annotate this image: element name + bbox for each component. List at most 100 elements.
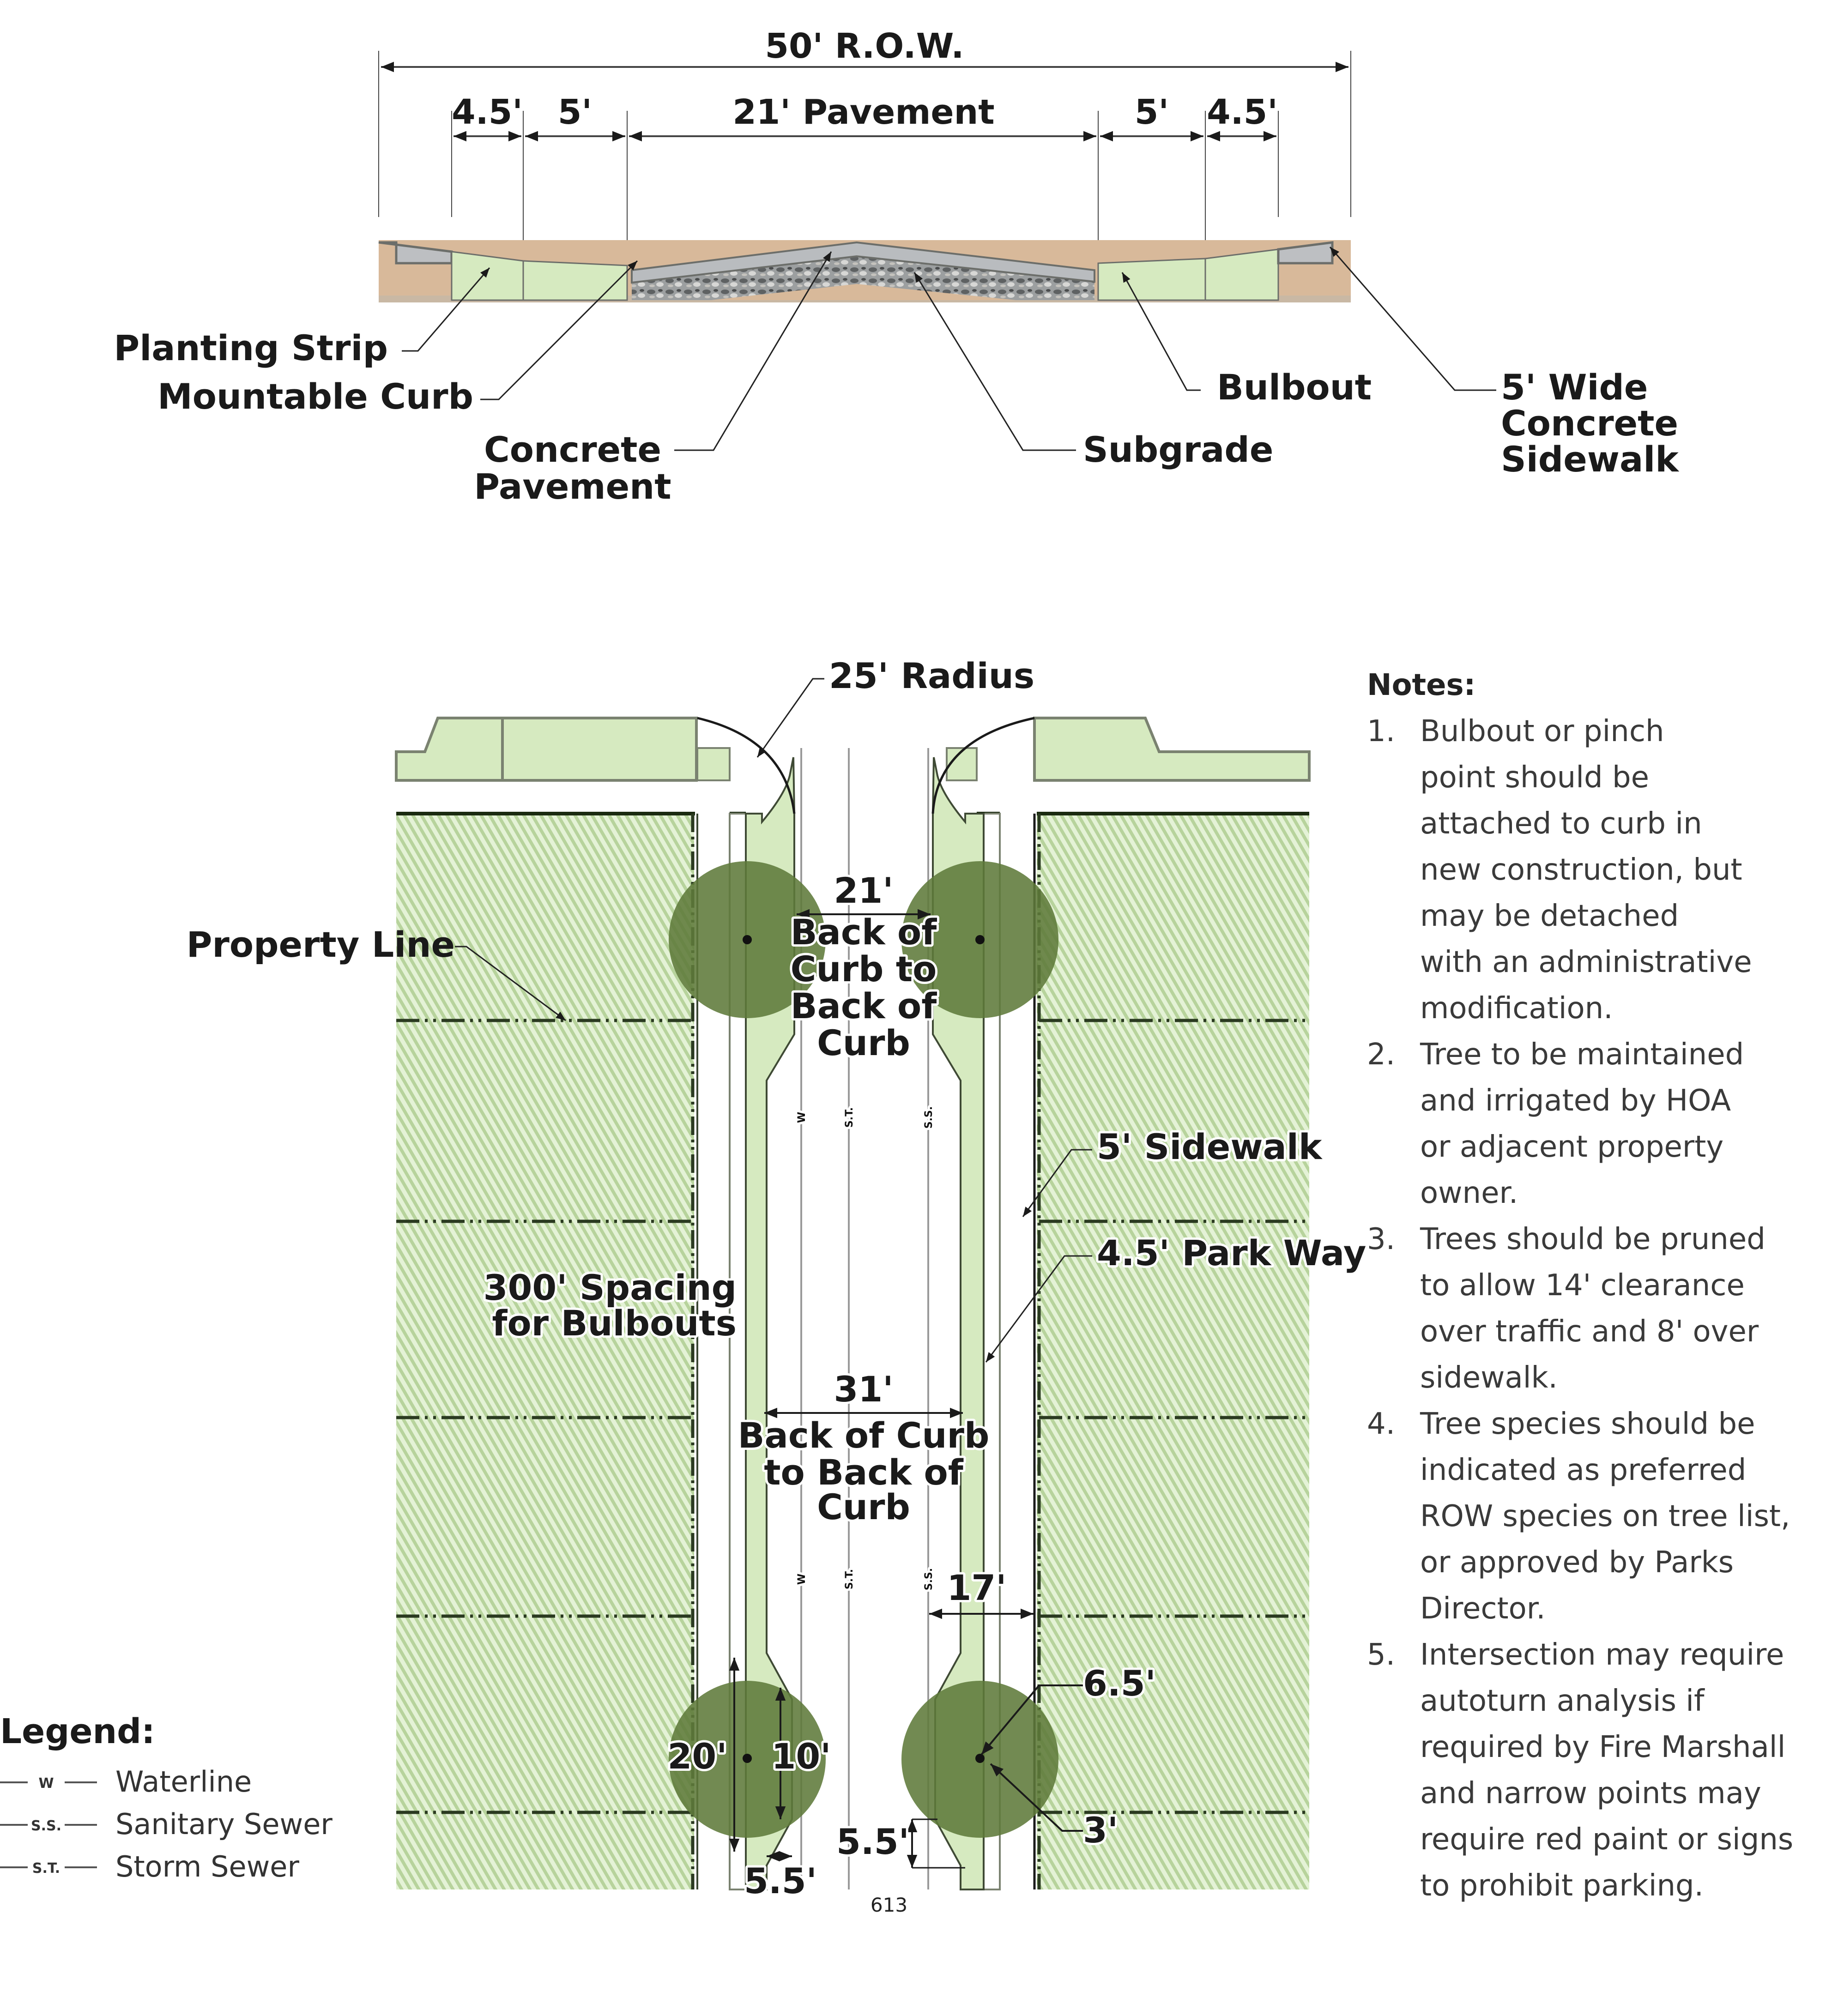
narrow-width-line3: Back of [791, 985, 937, 1026]
utility-label-storm-2: S.T. [844, 1569, 855, 1589]
subgrade-section [711, 284, 1016, 300]
tree-trunk [743, 935, 752, 944]
right-sidewalk-dimension: 5' [1135, 92, 1169, 132]
right-planting-strip-section [1204, 248, 1279, 301]
cross-street-sidewalk-left-corner [696, 747, 731, 781]
left-parkway-dimension: 4.5' [452, 92, 523, 132]
pavement-dimension: 21' Pavement [732, 92, 994, 132]
parkway-leader [985, 1255, 1092, 1363]
utility-label-storm: S.T. [844, 1107, 855, 1128]
seventeen-dim-label: 17' [947, 1567, 1006, 1608]
row-dimension [378, 51, 1351, 259]
wide-width-value: 31' [834, 1369, 893, 1410]
note-line: required by Fire Marshall [1420, 1730, 1785, 1764]
cross-section [378, 240, 1351, 302]
note-line: Tree to be maintained [1420, 1038, 1744, 1072]
legend-label: Storm Sewer [115, 1850, 299, 1883]
bulbout-callout: Bulbout [1217, 367, 1372, 408]
note-line: may be detached [1420, 899, 1679, 933]
page-number: 613 [871, 1894, 907, 1916]
note-line: with an administrative [1420, 945, 1752, 979]
note-line: and narrow points may [1420, 1776, 1761, 1811]
wide-width-line1: Back of Curb [738, 1415, 990, 1456]
note-line: Tree species should be [1420, 1407, 1755, 1441]
note-line: point should be [1420, 761, 1649, 795]
note-number: 2. [1367, 1038, 1395, 1072]
note-number: 5. [1367, 1638, 1395, 1672]
tree-radius-label: 6.5' [1083, 1663, 1156, 1704]
cross-street-sidewalk-right [1033, 717, 1311, 782]
note-line: or adjacent property [1420, 1130, 1723, 1164]
legend-label: Waterline [115, 1765, 252, 1799]
tree-trunk [743, 1754, 752, 1763]
note-line: Director. [1420, 1592, 1546, 1626]
right-parkway-dimension: 4.5' [1207, 92, 1278, 132]
sidewalk-leader [1022, 1149, 1092, 1217]
cross-street-sidewalk-left [395, 717, 504, 782]
note-line: over traffic and 8' over [1420, 1315, 1759, 1349]
note-line: Trees should be pruned [1420, 1222, 1765, 1256]
narrow-width-value: 21' [834, 870, 893, 911]
utility-label-sanitary-2: S.S. [923, 1568, 935, 1590]
utility-labels: W S.T. S.S. W S.T. S.S. [794, 1104, 937, 1593]
bulb-flat-label: 10' [771, 1736, 831, 1777]
narrow-width-line1: Back of [791, 911, 937, 953]
property-line-leader [455, 946, 566, 1021]
notes-title: Notes: [1367, 668, 1475, 702]
radius-leader [756, 678, 824, 758]
tree-trunk [975, 935, 985, 944]
concrete-pavement-callout-line2: Pavement [474, 466, 671, 507]
note-line: modification. [1420, 991, 1613, 1026]
note-line: ROW species on tree list, [1420, 1499, 1790, 1533]
planting-strip-callout: Planting Strip [114, 327, 388, 368]
narrow-width-line4: Curb [817, 1022, 910, 1063]
concrete-pavement-callout-line1: Concrete [484, 429, 661, 470]
tree-radius-leader [980, 1684, 1083, 1756]
left-sidewalk-dimension: 5' [558, 92, 592, 132]
note-line: and irrigated by HOA [1420, 1084, 1731, 1118]
sidewalk-label: 5' Sidewalk [1097, 1126, 1323, 1167]
narrow-width-line2: Curb to [791, 948, 937, 990]
left-sidewalk-section [378, 241, 453, 265]
note-number: 1. [1367, 714, 1395, 748]
note-number: 3. [1367, 1222, 1395, 1256]
subgrade-callout: Subgrade [1083, 429, 1273, 470]
spacing-label-line2: for Bulbouts [492, 1303, 737, 1344]
cross-section-leaders [402, 247, 1496, 451]
legend-code: S.T. [32, 1860, 60, 1877]
right-corner-radius [931, 717, 1035, 814]
note-line: to allow 14' clearance [1420, 1268, 1745, 1303]
notes-block: Notes: 1. Bulbout or pinch point should be… [1367, 668, 1793, 1903]
note-line: to prohibit parking. [1420, 1869, 1704, 1903]
wide-width-line2: to Back of [764, 1452, 963, 1493]
plan-view: W S.T. S.S. W S.T. S.S. [395, 717, 1311, 1890]
property-line-label: Property Line [187, 924, 455, 965]
sidewalk-callout-line1: 5' Wide [1501, 367, 1648, 408]
note-line: indicated as preferred [1420, 1453, 1746, 1487]
bulb-length-label: 20' [667, 1736, 727, 1777]
legend-label: Sanitary Sewer [115, 1807, 333, 1841]
legend-title: Legend: [0, 1712, 155, 1751]
note-line: or approved by Parks [1420, 1545, 1734, 1580]
sidewalk-callout-line2: Concrete [1501, 403, 1678, 444]
right-curb-section [1097, 258, 1206, 301]
utility-label-water: W [796, 1112, 808, 1123]
legend-code: W [38, 1775, 54, 1792]
note-line: autoturn analysis if [1420, 1684, 1705, 1718]
offset-label: 3' [1083, 1810, 1118, 1851]
note-line: Bulbout or pinch [1420, 714, 1664, 748]
left-curb-section [522, 260, 628, 301]
utility-label-sanitary: S.S. [923, 1106, 935, 1129]
taper-length-label: 5.5' [836, 1821, 909, 1862]
trees [669, 861, 1058, 1838]
note-line: Intersection may require [1420, 1638, 1784, 1672]
utility-label-water-2: W [796, 1574, 808, 1585]
note-number: 4. [1367, 1407, 1395, 1441]
mountable-curb-callout: Mountable Curb [157, 376, 473, 417]
note-line: new construction, but [1420, 853, 1742, 887]
lot-lines [396, 1019, 1309, 1814]
